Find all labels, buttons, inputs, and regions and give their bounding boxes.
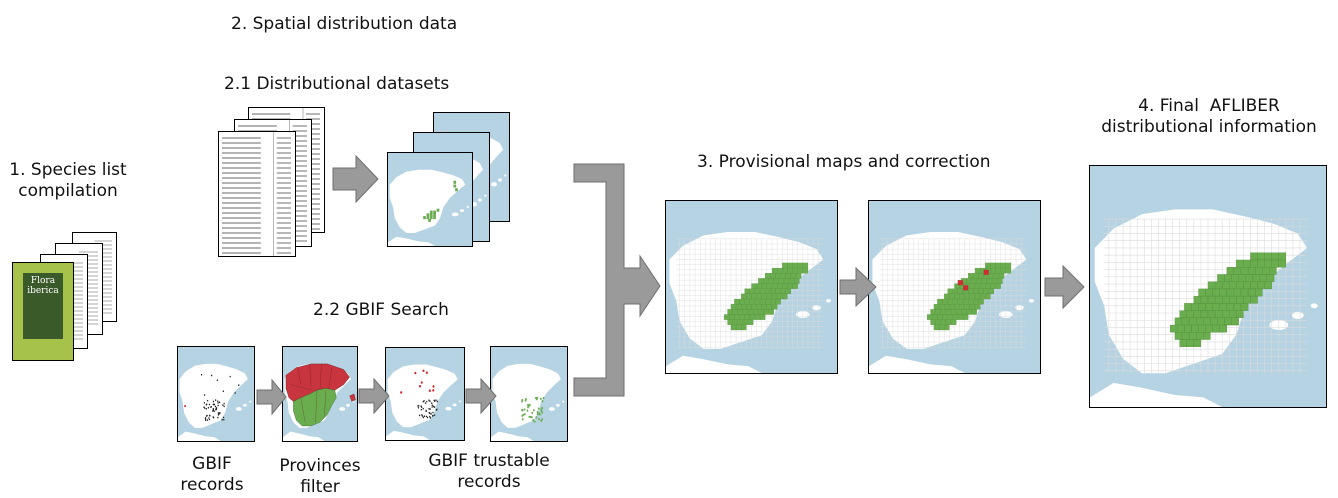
island — [451, 212, 459, 217]
gbif-records-label: GBIF records — [168, 454, 256, 496]
iberian-peninsula — [179, 363, 248, 428]
north-africa — [1090, 382, 1223, 407]
north-africa — [666, 355, 762, 373]
book-title-line2: iberica — [27, 286, 59, 296]
gbif-filtered-map-graphic — [386, 348, 464, 440]
removed-record-points — [400, 369, 435, 394]
dataset-map-front — [387, 152, 473, 247]
gbif-filtered-map — [385, 347, 465, 441]
island — [1291, 311, 1304, 320]
kept-record-points — [417, 399, 439, 419]
island — [346, 403, 350, 407]
island — [504, 174, 507, 177]
gbif-trustable-map — [490, 346, 568, 442]
provisional-map-graphic — [666, 201, 837, 373]
island — [478, 198, 482, 202]
provinces-filter-map-graphic — [283, 347, 357, 441]
north-africa — [491, 431, 534, 441]
iberian-peninsula — [387, 364, 458, 428]
island — [555, 403, 560, 407]
gbif-records-map-graphic — [178, 347, 254, 441]
island — [825, 299, 832, 303]
gbif-trustable-label: GBIF trustable records — [414, 451, 564, 493]
trustable-record-points — [521, 396, 545, 423]
book-icon: Flora iberica — [12, 262, 74, 361]
corrected-map-graphic — [869, 201, 1040, 373]
north-africa — [283, 431, 325, 441]
island — [459, 209, 465, 213]
step1-heading-line1: 1. Species list — [9, 160, 127, 180]
island — [548, 407, 555, 411]
dataset-table-front — [218, 131, 296, 257]
step4-heading-line2: distributional information — [1101, 117, 1317, 137]
balearic-province — [349, 393, 356, 402]
book-title-line1: Flora — [30, 276, 56, 286]
island — [242, 403, 247, 407]
step4-heading: 4. Final AFLIBER distributional informat… — [1080, 96, 1338, 138]
island — [339, 407, 346, 411]
provisional-map — [665, 200, 838, 374]
arrow-right-icon — [332, 154, 379, 204]
presence-cells — [1170, 252, 1287, 347]
island — [812, 305, 821, 311]
province-borders — [290, 363, 332, 423]
island — [235, 407, 242, 411]
island — [1015, 305, 1024, 311]
island — [491, 182, 497, 187]
arrow-right-icon — [1044, 264, 1085, 310]
provinces-filter-label-line2: filter — [300, 477, 340, 497]
north-africa — [178, 431, 221, 441]
island — [249, 400, 252, 403]
provinces-filter-map — [282, 346, 358, 442]
island — [466, 206, 470, 208]
north-africa — [386, 430, 430, 440]
corrected-map — [868, 200, 1041, 374]
presence-cells — [423, 180, 458, 222]
step2-1-heading: 2.1 Distributional datasets — [224, 74, 450, 94]
gbif-records-label-line1: GBIF — [192, 454, 232, 474]
gbif-record-points-red — [184, 404, 186, 408]
provinces-filter-label: Provinces filter — [268, 456, 372, 498]
presence-cells — [724, 262, 809, 331]
island — [452, 403, 457, 407]
island — [1028, 299, 1035, 303]
presence-cells — [927, 262, 1012, 331]
gbif-records-label-line2: records — [180, 475, 244, 495]
flagged-cells — [957, 269, 989, 291]
gbif-trustable-label-line1: GBIF trustable — [428, 451, 550, 471]
north-africa — [388, 236, 436, 246]
step2-heading: 2. Spatial distribution data — [231, 14, 458, 34]
island — [458, 400, 462, 403]
final-map-graphic — [1090, 166, 1326, 407]
step4-heading-line1: 4. Final AFLIBER — [1138, 96, 1280, 116]
island — [484, 194, 487, 197]
merge-bracket-arrow-icon — [573, 163, 661, 397]
island — [445, 406, 452, 411]
step1-heading: 1. Species list compilation — [0, 160, 136, 202]
dataset-map-front-graphic — [388, 153, 472, 246]
final-map — [1089, 165, 1327, 408]
step3-heading: 3. Provisional maps and correction — [697, 152, 991, 172]
gbif-record-points — [203, 399, 225, 421]
provinces-filter-label-line1: Provinces — [279, 456, 361, 476]
step2-2-heading: 2.2 GBIF Search — [313, 300, 449, 320]
island — [562, 400, 565, 403]
iberian-peninsula — [389, 169, 466, 233]
island — [1310, 303, 1318, 309]
iberian-peninsula — [492, 363, 561, 428]
gbif-records-map — [177, 346, 255, 442]
north-africa — [869, 355, 965, 373]
table-icon — [222, 132, 291, 256]
gbif-trustable-label-line2: records — [457, 472, 521, 492]
gbif-record-points-outliers — [200, 373, 240, 396]
step1-heading-line2: compilation — [18, 181, 118, 201]
gbif-trustable-map-graphic — [491, 347, 567, 441]
book-cover-panel: Flora iberica — [23, 273, 63, 339]
island — [498, 178, 502, 182]
